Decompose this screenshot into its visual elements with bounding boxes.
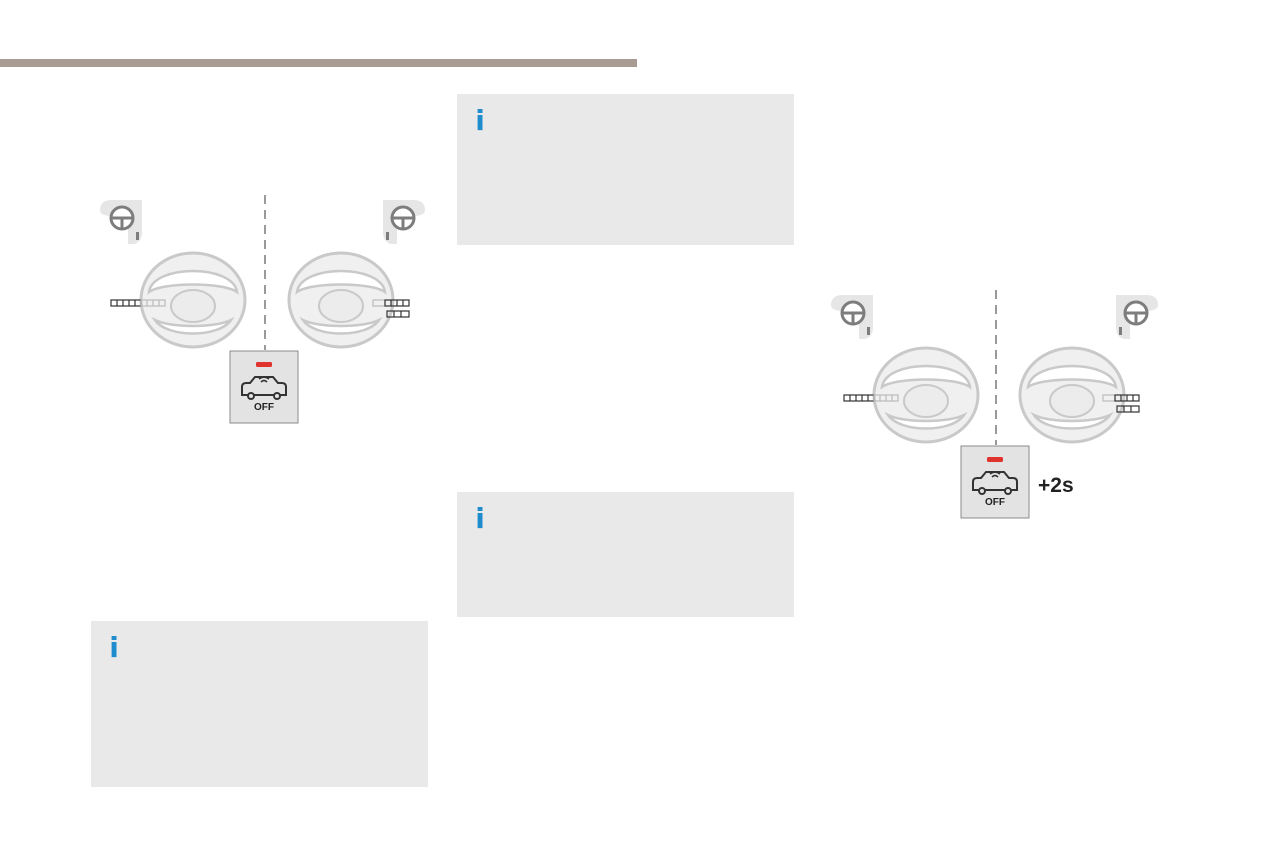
- info-note-top: i: [457, 94, 794, 245]
- info-icon: i: [109, 631, 119, 664]
- header-rule: [0, 59, 637, 67]
- steering-diagram-left: OFF: [98, 195, 427, 424]
- steering-diagram-right: OFF +2s: [829, 290, 1160, 519]
- off-label: OFF: [254, 402, 274, 413]
- info-note-bottom: i: [91, 621, 428, 787]
- info-icon: i: [475, 104, 485, 137]
- off-label: OFF: [985, 497, 1005, 508]
- press-duration-label: +2s: [1038, 474, 1074, 497]
- info-icon: i: [475, 502, 485, 535]
- info-note-middle: i: [457, 492, 794, 617]
